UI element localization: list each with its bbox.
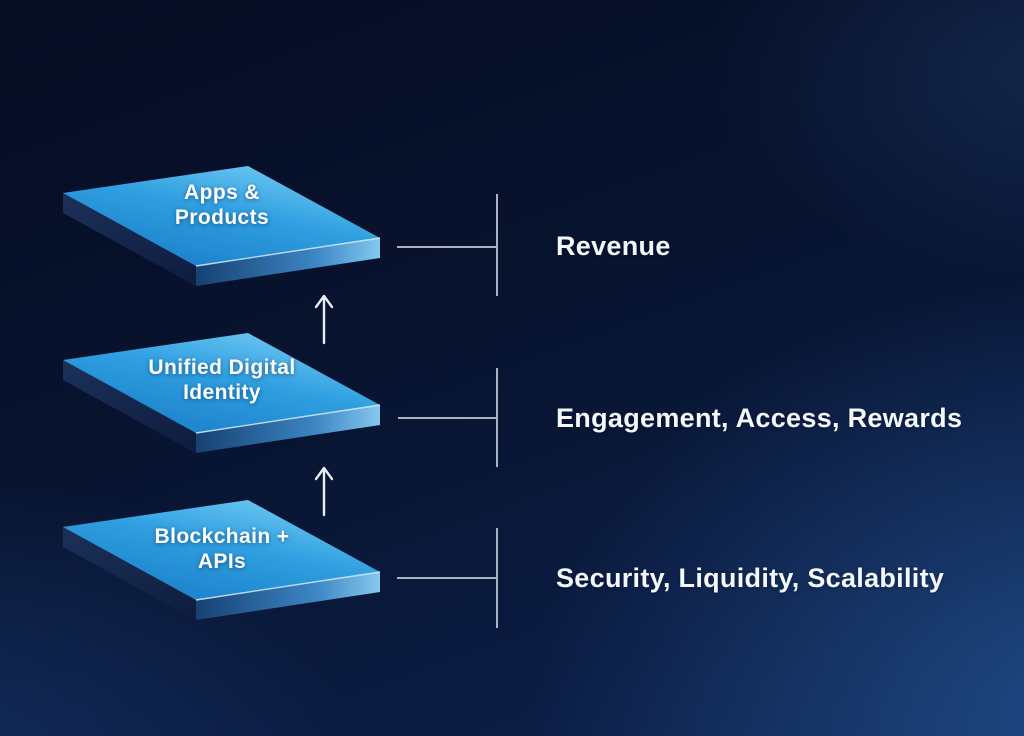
platform-label-apps-products: Apps & Products: [97, 180, 347, 230]
platform-label-line: Apps &: [184, 181, 260, 204]
outcome-label-revenue: Revenue: [556, 231, 671, 261]
connector-revenue: [397, 194, 498, 296]
platform-label-line: Identity: [183, 381, 261, 404]
platform-label-unified-digital-identity: Unified Digital Identity: [97, 355, 347, 405]
connector-security: [397, 528, 498, 628]
platform-label-line: Products: [174, 206, 270, 229]
up-arrow-icon: [314, 466, 334, 517]
outcome-label-security: Security, Liquidity, Scalability: [556, 563, 945, 593]
platform-label-line: APIs: [197, 550, 247, 573]
outcome-label-engagement: Engagement, Access, Rewards: [556, 403, 963, 433]
platform-label-line: Unified Digital: [148, 356, 296, 379]
up-arrow-icon: [314, 294, 334, 345]
connector-engagement: [398, 368, 498, 467]
platform-label-blockchain-apis: Blockchain + APIs: [97, 524, 347, 574]
platform-label-line: Blockchain +: [154, 525, 290, 548]
